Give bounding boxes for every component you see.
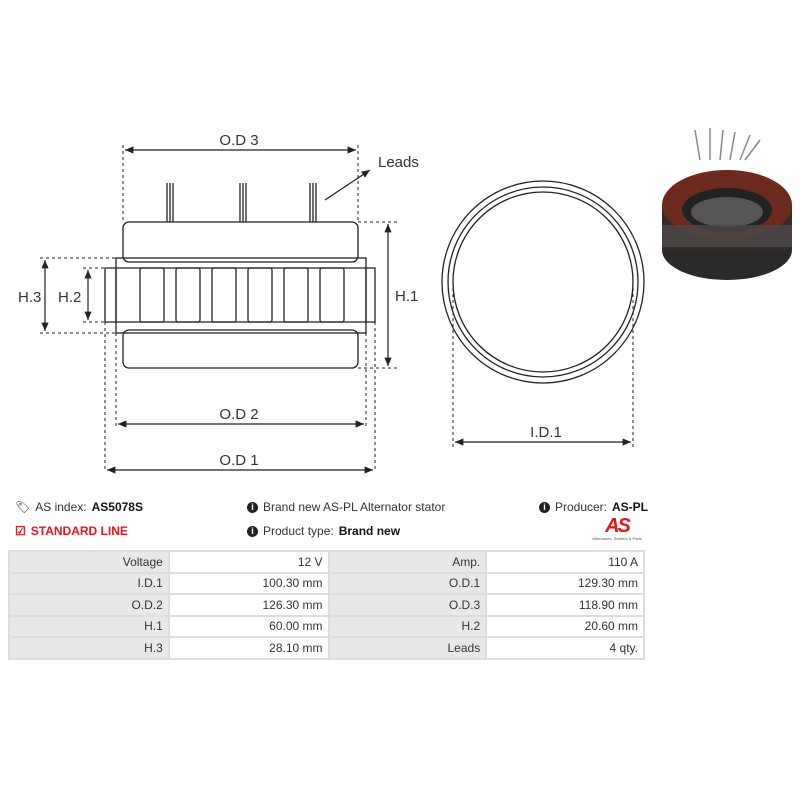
side-view (104, 183, 376, 369)
top-view-ring (441, 180, 645, 384)
spec-value: 110 A (485, 550, 645, 574)
leads-label: Leads (378, 154, 419, 171)
as-pl-logo: AS Alternators, Starters & Parts (592, 515, 642, 541)
spec-label: H.3 (8, 636, 170, 660)
od1-label: O.D 1 (219, 452, 258, 469)
standard-line: ☑STANDARD LINE (15, 524, 128, 538)
h3-label: H.3 (18, 289, 41, 306)
spec-label: I.D.1 (8, 571, 170, 595)
od2-label: O.D 2 (219, 406, 258, 423)
stator-photo (662, 128, 792, 280)
stator-drawing: O.D 3 Leads H.1 H.3 H.2 O.D 2 O.D 1 I.D.… (18, 128, 792, 474)
spec-value: 118.90 mm (485, 593, 645, 617)
as-index: 🏷 AS index:AS5078S (15, 500, 143, 514)
checkbox-icon: ☑ (15, 524, 26, 538)
info-icon: i (538, 501, 550, 513)
spec-value: 20.60 mm (485, 614, 645, 638)
spec-label: Amp. (327, 550, 488, 574)
od3-label: O.D 3 (219, 132, 258, 149)
spec-value: 129.30 mm (485, 571, 645, 595)
spec-label: Leads (327, 636, 488, 660)
spec-label: H.1 (8, 614, 170, 638)
spec-label: O.D.3 (327, 593, 488, 617)
spec-value: 28.10 mm (167, 636, 330, 660)
spec-value: 126.30 mm (167, 593, 330, 617)
spec-label: H.2 (327, 614, 488, 638)
spec-label: O.D.1 (327, 571, 488, 595)
info-icon: i (247, 501, 258, 513)
spec-value: 12 V (167, 550, 330, 574)
id1-label: I.D.1 (530, 424, 562, 441)
tag-icon: 🏷 (15, 500, 31, 514)
h2-label: H.2 (58, 289, 81, 306)
leads-wires (166, 183, 317, 222)
spec-value: 100.30 mm (167, 571, 330, 595)
spec-label: Voltage (8, 550, 170, 574)
h1-label: H.1 (395, 288, 418, 305)
info-icon: i (247, 525, 258, 537)
stator-teeth (139, 267, 345, 323)
spec-value: 60.00 mm (167, 614, 330, 638)
spec-label: O.D.2 (8, 593, 170, 617)
spec-value: 4 qty. (485, 636, 645, 660)
